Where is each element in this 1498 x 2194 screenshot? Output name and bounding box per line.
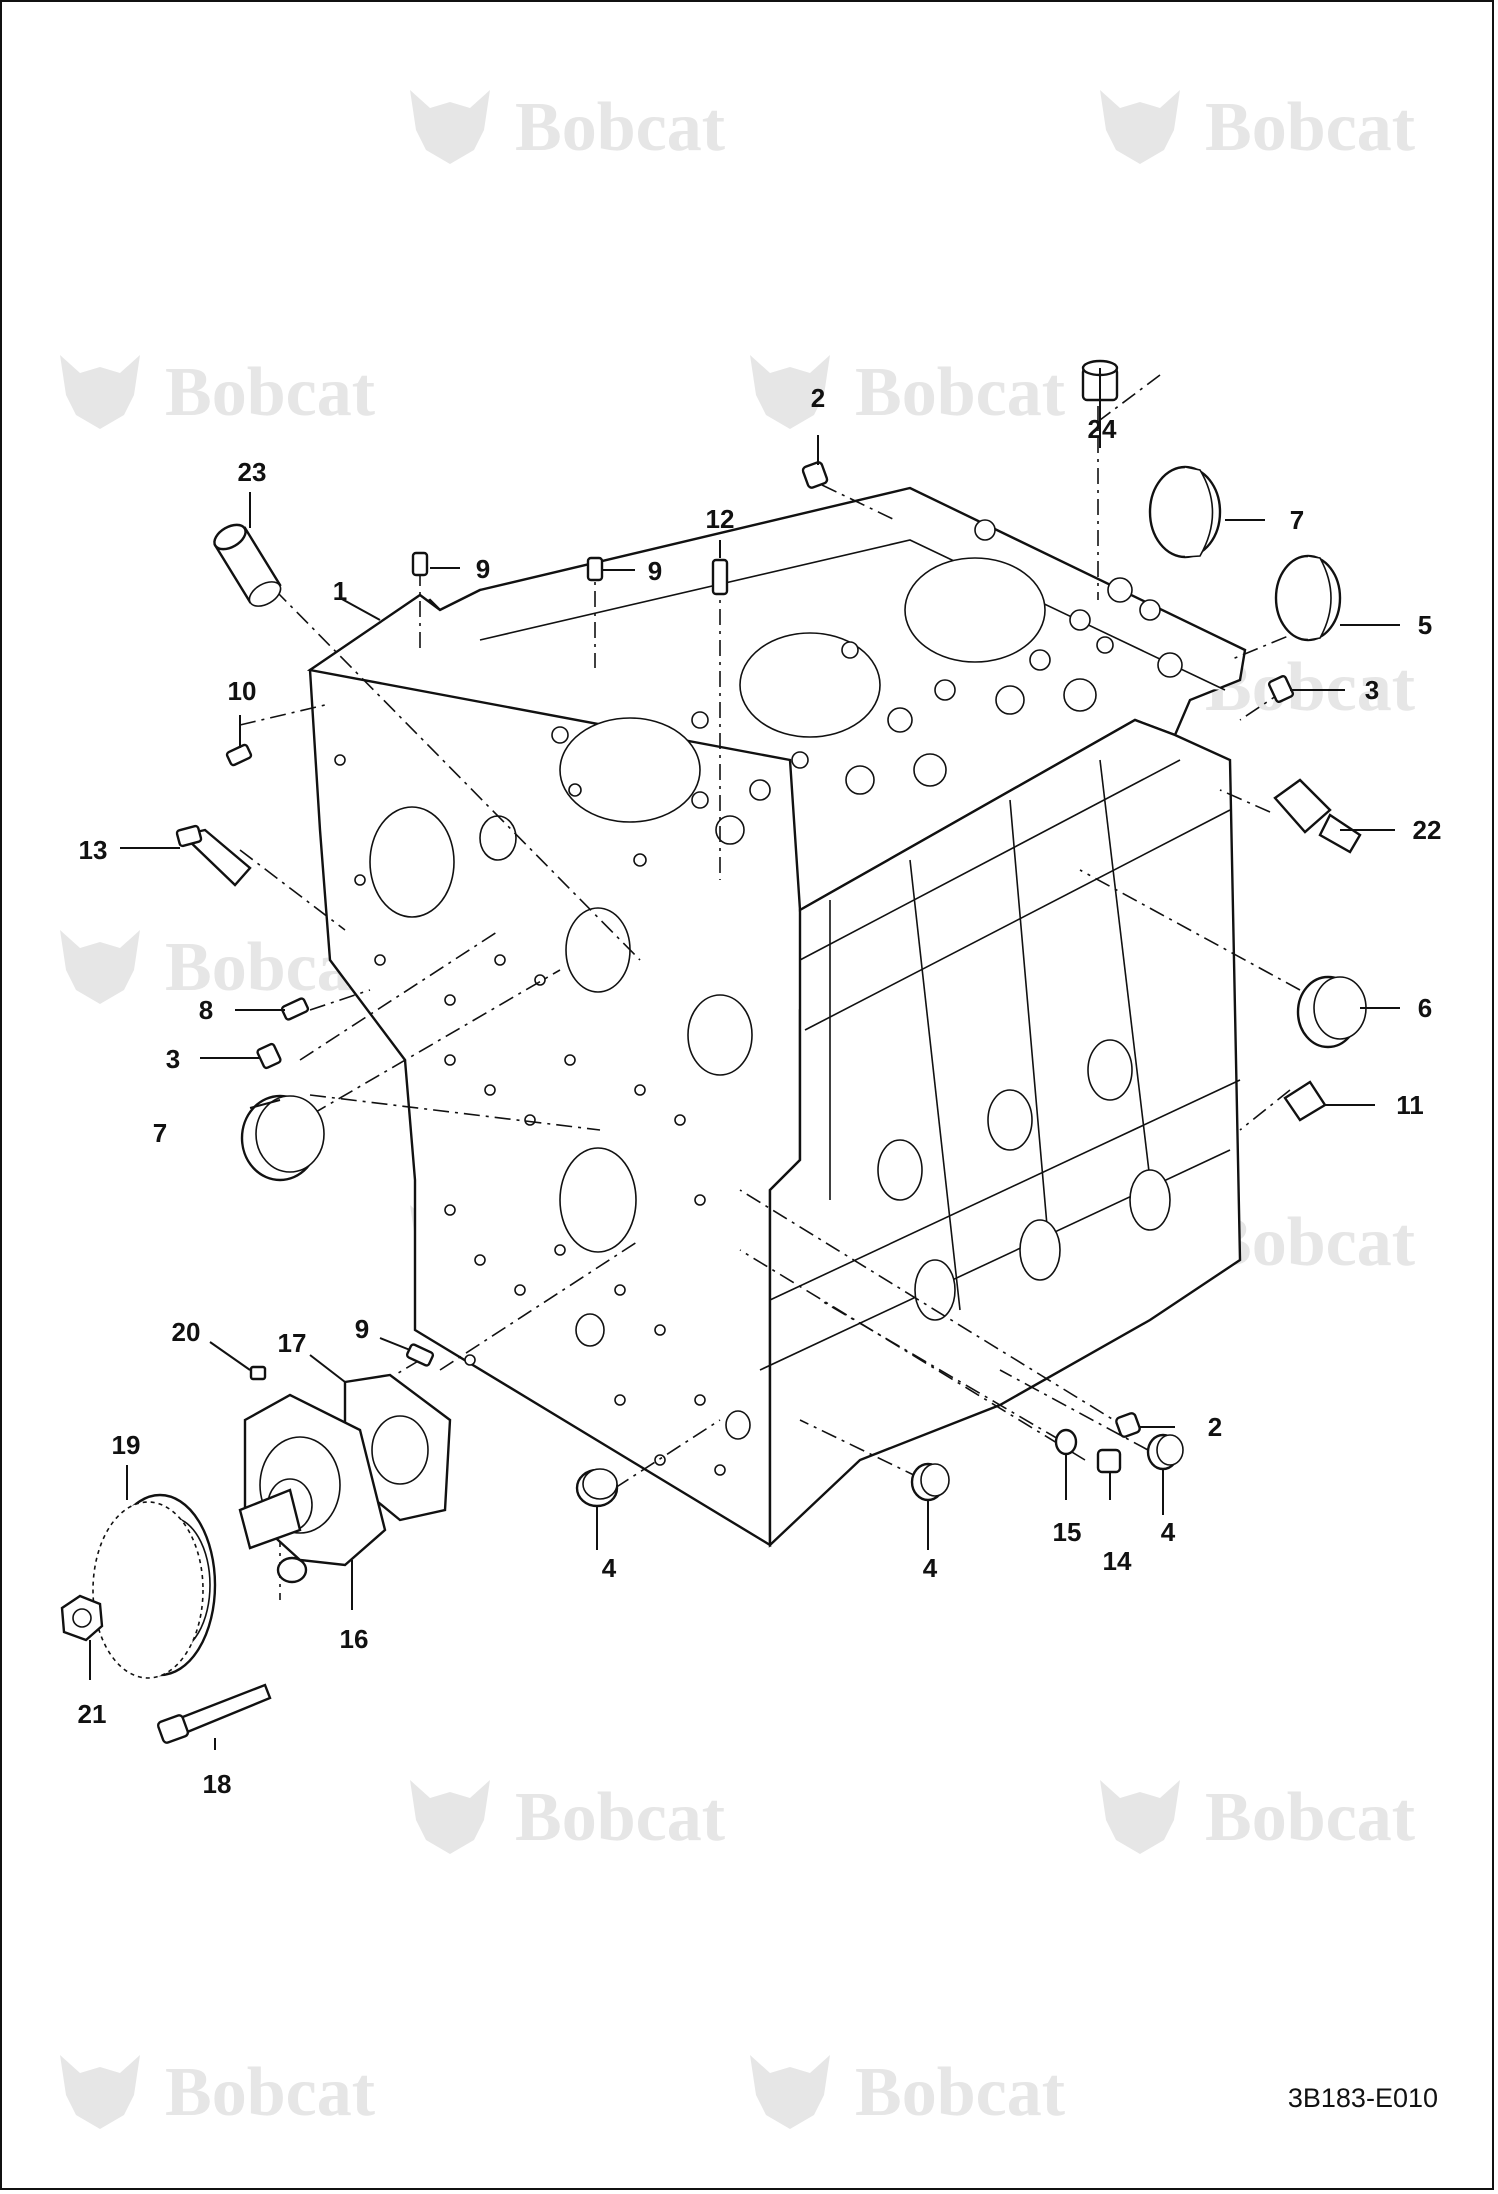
svg-text:Bobcat: Bobcat [1205,89,1415,166]
svg-text:Bobcat: Bobcat [165,2054,375,2131]
part-3-plug-left [256,1042,282,1070]
watermark: Bobcat [1100,89,1415,166]
part-13-fitting [175,824,252,887]
part-14-bolt [1096,1448,1122,1474]
callout-labels: 23 1 9 9 12 2 24 7 5 3 22 6 11 2 4 14 15… [78,383,1442,1799]
callout-2-top: 2 [811,383,825,413]
watermark: Bobcat [750,354,1065,431]
callout-16: 16 [340,1624,369,1654]
part-9-pin-b [586,556,604,582]
callout-21: 21 [78,1699,107,1729]
callout-19: 19 [112,1430,141,1460]
part-21-nut [60,1594,104,1642]
callout-24: 24 [1088,414,1117,444]
svg-text:Bobcat: Bobcat [1205,1779,1415,1856]
callout-1: 1 [333,576,347,606]
part-2-plug-bottom [1115,1412,1141,1438]
part-6-plug [1296,975,1367,1049]
svg-text:Bobcat: Bobcat [515,1779,725,1856]
watermark: Bobcat [750,2054,1065,2131]
part-2-plug-top [801,461,829,489]
assembly-leader-lines [239,374,1316,1600]
callout-3-left: 3 [166,1044,180,1074]
cylinder-block [306,486,1247,1548]
part-19-gear [92,1493,217,1679]
face-holes [334,754,726,1476]
part-7-plug-left [240,1094,325,1182]
callout-4-right: 4 [1161,1517,1176,1547]
callout-11: 11 [1396,1090,1424,1120]
callout-15: 15 [1053,1517,1082,1547]
part-4-plug-mid [910,1462,950,1502]
callout-4-left: 4 [602,1553,617,1583]
svg-text:Bobcat: Bobcat [165,354,375,431]
callout-leaders [89,368,1400,1750]
watermark: Bobcat [1100,1779,1415,1856]
part-3-plug-top [1267,675,1295,703]
part-5-plug [1274,554,1342,642]
watermark: Bobcat [410,89,725,166]
callout-18: 18 [203,1769,232,1799]
part-16-oil-pump [238,1393,387,1584]
callout-8: 8 [199,995,213,1025]
callout-4-mid: 4 [923,1553,938,1583]
part-11-pin [1283,1080,1327,1122]
svg-text:Bobcat: Bobcat [515,89,725,166]
callout-13: 13 [79,835,108,865]
part-9-pin-a [411,551,429,577]
callout-9a: 9 [476,554,490,584]
callout-23: 23 [238,457,267,487]
part-9-pin-c [405,1343,435,1367]
callout-6: 6 [1418,993,1432,1023]
callout-12: 12 [706,504,735,534]
part-15-washer [1054,1428,1078,1456]
callout-14: 14 [1103,1546,1132,1576]
callout-3-top: 3 [1365,675,1379,705]
svg-text:Bobcat: Bobcat [855,354,1065,431]
deck-holes [551,519,1183,867]
callout-9b: 9 [648,556,662,586]
part-22-sensor [1273,778,1362,854]
watermark: Bobcat [60,2054,375,2131]
part-12-pin [711,558,729,596]
svg-text:Bobcat: Bobcat [855,2054,1065,2131]
part-10-pin [225,743,253,767]
callout-7-top: 7 [1290,505,1304,535]
part-4-plug-left [575,1468,619,1508]
watermark: Bobcat [60,354,375,431]
part-7-plug-top [1148,465,1222,559]
callout-2-bottom: 2 [1208,1412,1222,1442]
callout-22: 22 [1413,815,1442,845]
part-20-key [249,1365,267,1381]
callout-5: 5 [1418,610,1432,640]
callout-10: 10 [228,676,257,706]
callout-20: 20 [172,1317,201,1347]
callout-7-left: 7 [153,1118,167,1148]
part-18-bolt [156,1683,272,1744]
callout-9c: 9 [355,1314,369,1344]
callout-17: 17 [278,1328,307,1358]
part-8-pin [280,997,310,1021]
drawing-code: 3B183-E010 [1287,2083,1438,2113]
part-23-sleeve [213,523,282,607]
part-4-plug-right [1146,1433,1184,1471]
watermark: Bobcat [410,1779,725,1856]
